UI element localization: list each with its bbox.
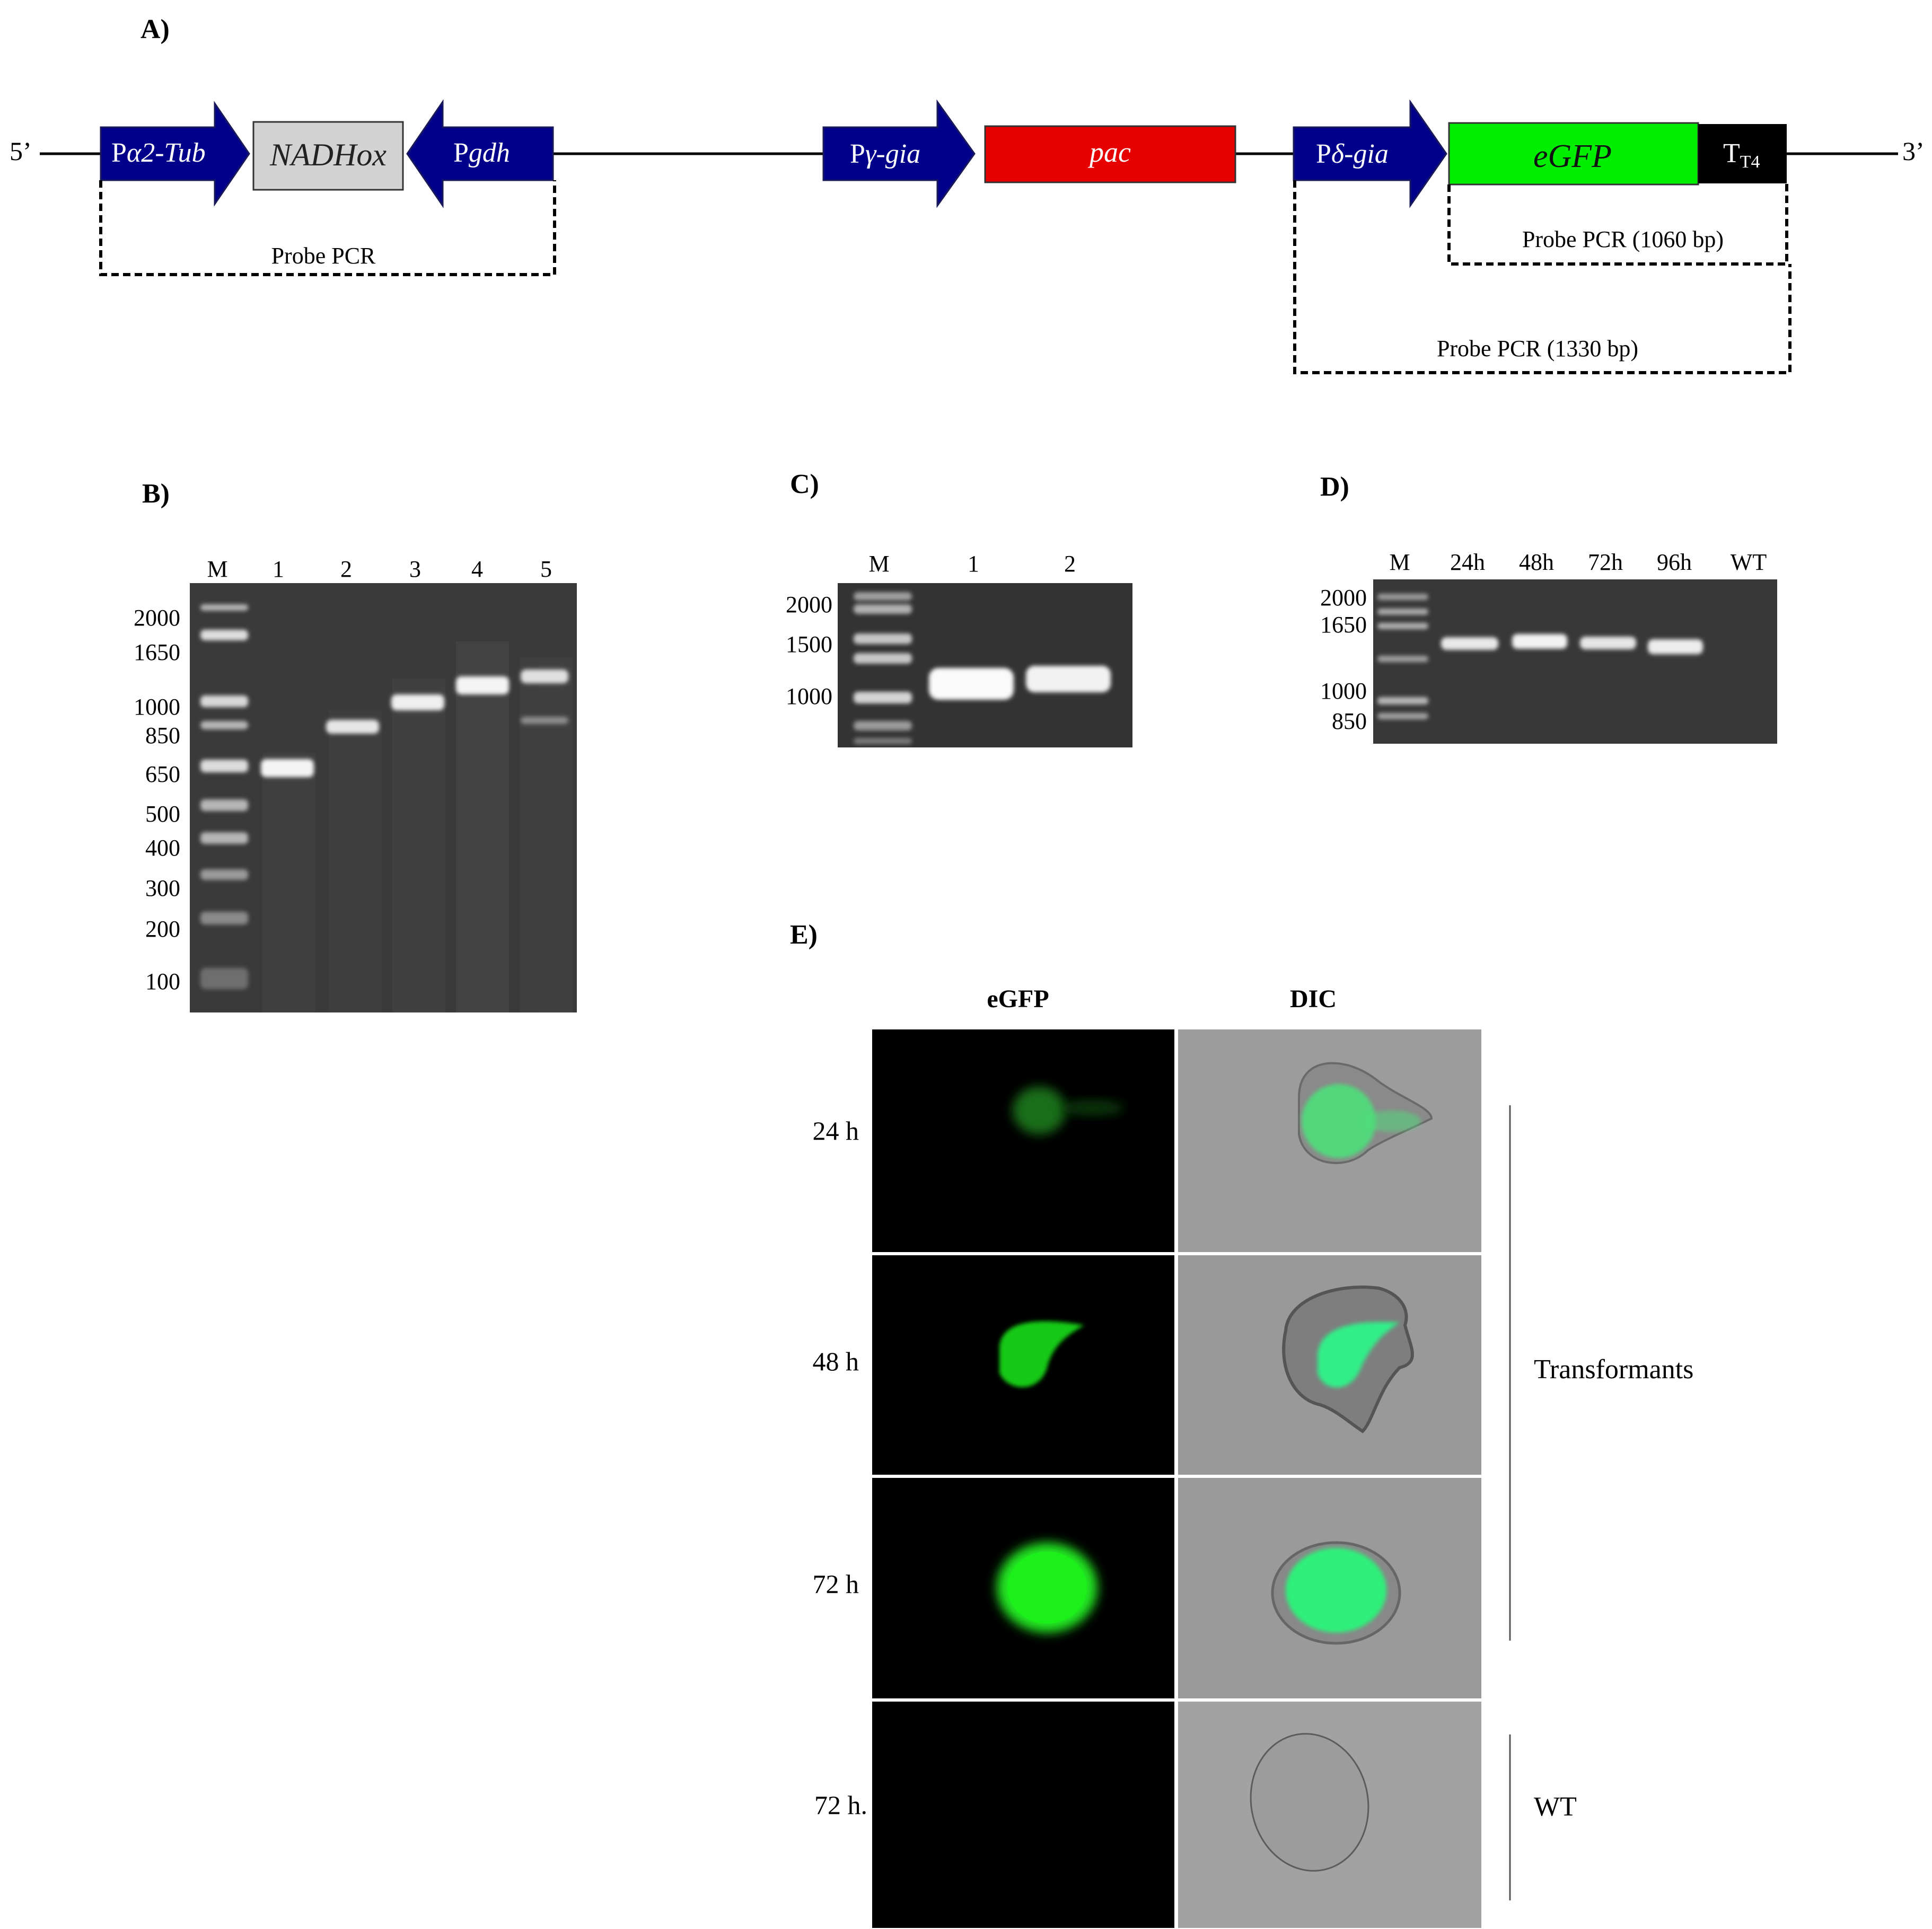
svg-text:pac: pac — [1087, 136, 1131, 168]
tt4-terminator: TT4 — [1698, 124, 1787, 183]
svg-text:eGFP: eGFP — [1533, 138, 1612, 174]
gel-b-marker-label: 500 — [145, 801, 180, 827]
gel-d-marker-label: 2000 — [1320, 585, 1367, 611]
gel-d-lane-labels: M 24h 48h 72h 96h WT — [1389, 549, 1767, 575]
egfp-gene: eGFP — [1448, 122, 1699, 186]
group-label-transformants: Transformants — [1534, 1354, 1693, 1385]
gel-b-marker-label: 300 — [145, 875, 180, 901]
svg-text:Pgdh: Pgdh — [453, 138, 510, 168]
gel-d-lane-label: 48h — [1519, 549, 1554, 575]
gel-b-lane-label: 4 — [471, 556, 483, 582]
gel-b-lane-label: M — [207, 556, 227, 582]
nadhox-gene: NADHox — [252, 121, 404, 191]
gel-d-lane-label: 24h — [1450, 549, 1485, 575]
gel-d-marker-label: 1000 — [1320, 678, 1367, 704]
gel-b-marker-label: 850 — [145, 723, 180, 748]
gel-c-marker-label: 1500 — [786, 631, 832, 657]
microscopy-row-labels: 24 h 48 h 72 h 72 h. — [813, 1116, 868, 1820]
gel-c-marker-label: 2000 — [786, 592, 832, 618]
micrograph-dic-48h — [1178, 1255, 1481, 1475]
svg-text:TT4: TT4 — [1723, 138, 1760, 172]
panel-label-b: B) — [142, 479, 170, 509]
group-label-wt: WT — [1534, 1792, 1577, 1822]
gel-b-lane-label: 5 — [540, 556, 552, 582]
svg-text:Pδ-gia: Pδ-gia — [1316, 139, 1389, 169]
column-header-dic: DIC — [1290, 985, 1337, 1013]
row-label-72h: 72 h — [813, 1569, 859, 1599]
micrograph-dic-72h — [1178, 1478, 1481, 1698]
gel-c-lane-label: 1 — [968, 551, 979, 577]
gel-d-marker-label: 850 — [1332, 708, 1367, 734]
gel-d-marker-label: 1650 — [1320, 612, 1367, 638]
gel-b-marker-label: 2000 — [134, 605, 180, 631]
egfp-probe-1330-label: Probe PCR (1330 bp) — [1437, 336, 1638, 362]
svg-text:Pγ-gia: Pγ-gia — [850, 139, 920, 169]
gel-d-lane-label: 72h — [1588, 549, 1623, 575]
svg-text:Pα2-Tub: Pα2-Tub — [111, 138, 206, 168]
gel-c-marker-label: 1000 — [786, 683, 832, 709]
gel-d-lane-label: 96h — [1657, 549, 1692, 575]
gel-b-marker-label: 100 — [145, 968, 180, 994]
three-prime-end-label: 3’ — [1902, 136, 1925, 166]
gel-b-marker-label: 650 — [145, 761, 180, 787]
micrograph-egfp-48h — [872, 1255, 1174, 1475]
egfp-probe-1330-bracket — [1293, 180, 1792, 374]
panel-label-c: C) — [790, 469, 819, 499]
gel-c-marker-labels: 2000 1500 1000 — [786, 592, 832, 709]
gel-d-lane-label: WT — [1731, 549, 1767, 575]
panel-label-a: A) — [140, 14, 170, 45]
gel-c-lane-labels: M 1 2 — [868, 551, 1076, 577]
nadhox-probe-label: Probe PCR — [271, 243, 376, 269]
nadhox-probe-bracket — [99, 180, 556, 276]
gel-d — [1373, 579, 1777, 744]
gel-b-lane-labels: M 1 2 3 4 5 — [207, 556, 552, 582]
egfp-probe-1060-bracket — [1447, 183, 1788, 266]
micrograph-dic-72h-wt — [1178, 1702, 1481, 1928]
gel-c-lane-label: 2 — [1064, 551, 1076, 577]
pa2tub-promoter: Pα2-Tub — [100, 101, 250, 207]
column-header-egfp: eGFP — [987, 985, 1049, 1013]
micrograph-egfp-24h — [872, 1029, 1174, 1252]
gel-b — [190, 583, 577, 1012]
pdgia-promoter: Pδ-gia — [1293, 99, 1447, 208]
pac-gene: pac — [984, 125, 1236, 183]
row-label-72h-wt: 72 h. — [814, 1790, 867, 1820]
gel-b-marker-label: 400 — [145, 835, 180, 861]
gel-b-lane-label: 1 — [273, 556, 284, 582]
gel-b-lane-label: 2 — [340, 556, 352, 582]
gel-d-lane-label: M — [1389, 549, 1410, 575]
micrograph-egfp-72h — [872, 1478, 1174, 1698]
row-label-24h: 24 h — [813, 1116, 859, 1146]
pgdh-promoter: Pgdh — [406, 99, 554, 208]
row-label-48h: 48 h — [813, 1346, 859, 1376]
gel-c — [838, 583, 1132, 747]
five-prime-end-label: 5’ — [10, 136, 32, 166]
micrograph-egfp-72h-wt — [872, 1702, 1174, 1928]
panel-label-d: D) — [1320, 472, 1349, 502]
gel-b-marker-label: 1000 — [134, 694, 180, 720]
gel-b-marker-labels: 2000 1650 1000 850 650 500 400 300 200 1… — [134, 605, 180, 994]
micrograph-dic-24h — [1178, 1029, 1481, 1252]
gel-b-lane-label: 3 — [409, 556, 421, 582]
gel-b-marker-label: 1650 — [134, 639, 180, 665]
egfp-probe-1060-label: Probe PCR (1060 bp) — [1522, 226, 1724, 252]
gel-b-marker-label: 200 — [145, 916, 180, 942]
svg-text:NADHox: NADHox — [269, 137, 387, 172]
gel-c-lane-label: M — [868, 551, 889, 577]
panel-label-e: E) — [790, 920, 818, 950]
gel-d-marker-labels: 2000 1650 1000 850 — [1320, 585, 1367, 734]
pygia-promoter: Pγ-gia — [822, 99, 976, 208]
